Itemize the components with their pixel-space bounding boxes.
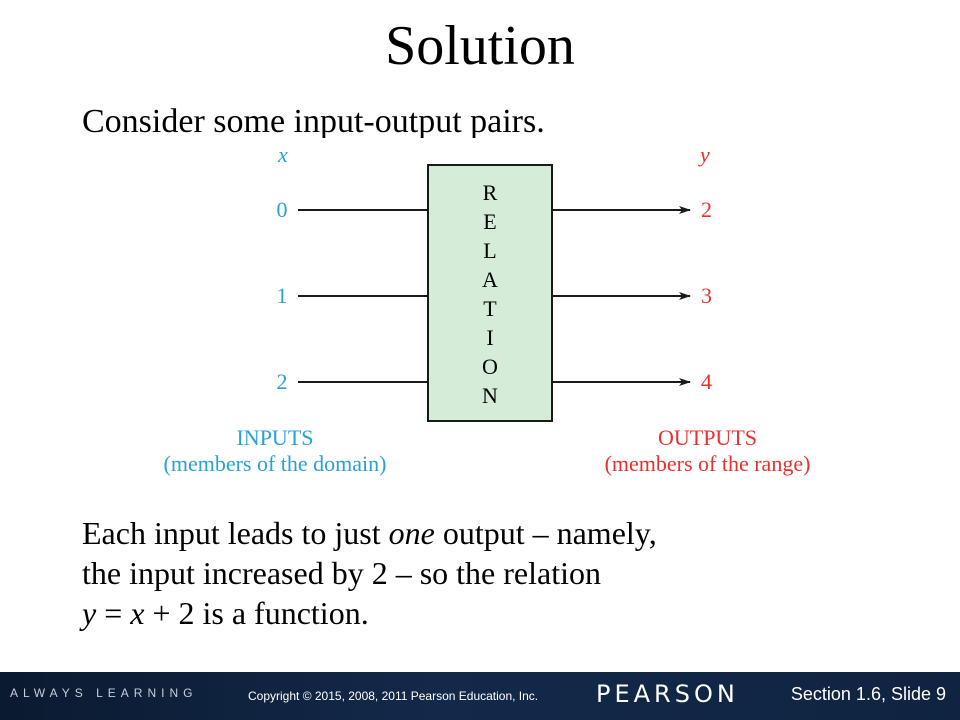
pearson-logo: PEARSON xyxy=(596,680,739,708)
output-value-0: 2 xyxy=(701,197,712,222)
inputs-caption-title: INPUTS xyxy=(236,425,314,450)
x-axis-label: x xyxy=(277,142,288,167)
equation-y: y xyxy=(82,595,97,631)
relation-letter: L xyxy=(483,238,497,263)
equation-end: + 2 is a function. xyxy=(144,595,369,631)
outputs-caption-title: OUTPUTS xyxy=(657,425,757,450)
equation-equals: = xyxy=(96,595,131,631)
conclusion-line-2: the input increased by 2 – so the relati… xyxy=(82,555,601,591)
conclusion-line-1: Each input leads to just one output – na… xyxy=(82,513,912,553)
relation-letter: I xyxy=(486,325,494,350)
intro-text: Consider some input-output pairs. xyxy=(82,103,545,138)
relation-letter: N xyxy=(482,383,498,408)
always-learning-tagline: ALWAYS LEARNING xyxy=(10,686,198,700)
slide-title: Solution xyxy=(385,15,575,77)
relation-letter: T xyxy=(483,296,497,321)
inputs-caption: INPUTS (members of the domain) xyxy=(130,425,420,477)
output-value-2: 4 xyxy=(701,369,712,394)
conclusion-text: Each input leads to just one output – na… xyxy=(82,513,912,633)
input-value-0: 0 xyxy=(277,197,288,222)
equation-x: x xyxy=(130,595,145,631)
slide-number: Section 1.6, Slide 9 xyxy=(790,684,946,704)
relation-letter: E xyxy=(483,209,497,234)
conclusion-part-1: Each input leads to just xyxy=(82,515,389,551)
copyright-text: Copyright © 2015, 2008, 2011 Pearson Edu… xyxy=(248,689,539,703)
inputs-caption-subtitle: (members of the domain) xyxy=(163,451,387,476)
relation-letter: O xyxy=(482,354,498,379)
relation-box-label: R E L A T I O N xyxy=(428,178,552,410)
y-axis-label: y xyxy=(698,142,710,167)
footer-bar: ALWAYS LEARNING Copyright © 2015, 2008, … xyxy=(0,672,960,720)
conclusion-part-2: output – namely, xyxy=(434,515,657,551)
outputs-caption-subtitle: (members of the range) xyxy=(604,451,811,476)
relation-letter: A xyxy=(482,267,498,292)
conclusion-emphasis: one xyxy=(388,515,435,551)
relation-letter: R xyxy=(482,180,498,205)
input-value-1: 1 xyxy=(277,283,288,308)
outputs-caption: OUTPUTS (members of the range) xyxy=(575,425,840,477)
input-value-2: 2 xyxy=(277,369,288,394)
conclusion-line-3: y = x + 2 is a function. xyxy=(82,593,912,633)
output-value-1: 3 xyxy=(701,283,712,308)
relation-box xyxy=(427,164,553,422)
